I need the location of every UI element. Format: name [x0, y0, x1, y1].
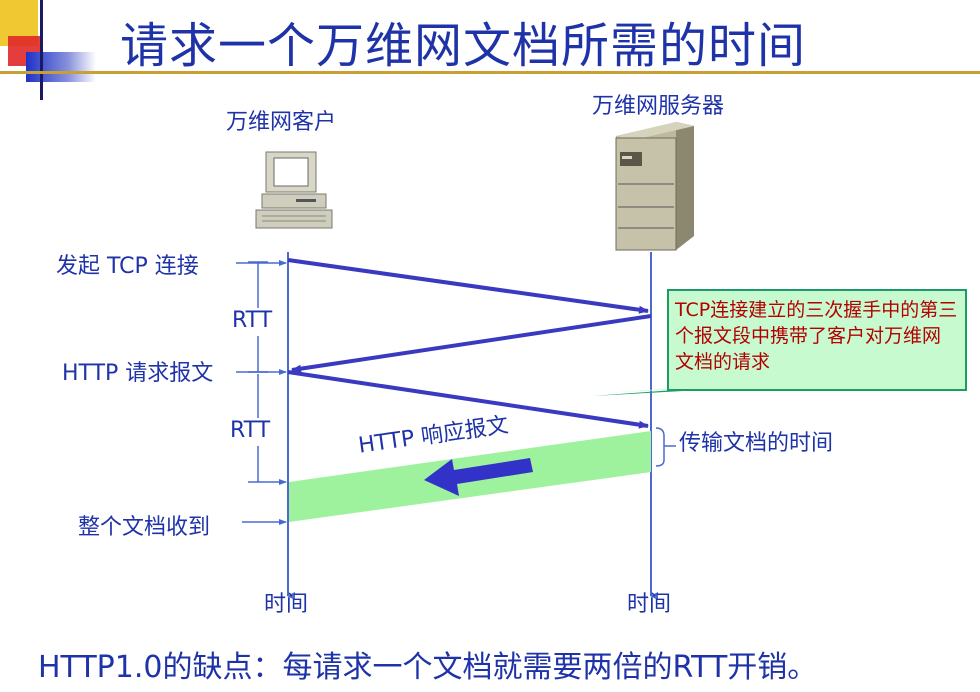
transfer-time-label: 传输文档的时间: [679, 431, 834, 456]
client-label: 万维网客户: [226, 110, 337, 135]
server-tower-icon: [615, 122, 694, 251]
server-time-label: 时间: [627, 592, 672, 617]
event-doc-received: 整个文档收到: [78, 515, 211, 540]
client-time-label: 时间: [264, 592, 309, 617]
client-computer-icon: [255, 151, 333, 229]
transfer-time-bracket: [655, 427, 665, 467]
event-http-request: HTTP 请求报文: [62, 361, 214, 386]
slide-title: 请求一个万维网文档所需的时间: [120, 18, 807, 74]
event-tcp-connect: 发起 TCP 连接: [56, 254, 199, 279]
rtt-label-1: RTT: [232, 308, 273, 333]
arrow-http-request: [287, 370, 649, 429]
title-underline: [0, 71, 980, 74]
handshake-note: TCP连接建立的三次握手中的第三个报文段中携带了客户对万维网文档的请求: [667, 289, 967, 391]
footer-conclusion: HTTP1.0的缺点：每请求一个文档就需要两倍的RTT开销。: [38, 650, 818, 685]
corner-decoration-blue: [26, 52, 96, 82]
rtt-label-2: RTT: [230, 418, 271, 443]
response-direction-arrow: [424, 458, 533, 496]
arrow-tcp-syn: [287, 258, 649, 314]
arrow-tcp-synack: [291, 314, 652, 373]
server-label: 万维网服务器: [592, 94, 725, 119]
corner-decoration-line: [40, 0, 43, 100]
